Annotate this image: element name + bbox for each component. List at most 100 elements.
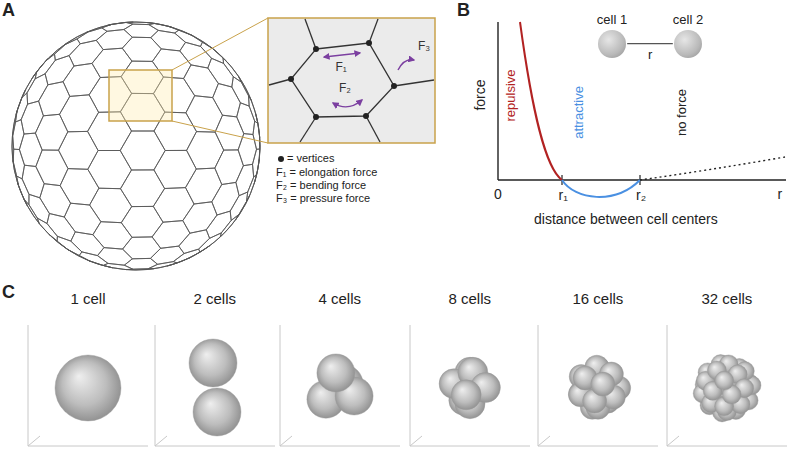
plot-label: no force (675, 88, 690, 135)
plot-label: 1 cell (71, 290, 106, 307)
zoom-box (268, 18, 435, 143)
plot-label: F₃ (418, 40, 430, 54)
cell-face (223, 58, 241, 82)
plot-label: distance between cell centers (534, 211, 718, 227)
cell-ball (715, 371, 734, 390)
cell-face (22, 72, 37, 98)
cell-face (71, 232, 104, 256)
cell-face (186, 168, 222, 204)
plot-label: 4 cells (319, 290, 362, 307)
cell-face (60, 169, 99, 205)
cell-face (184, 65, 219, 98)
cell-circle (598, 30, 626, 58)
cell-face (60, 95, 99, 132)
cell-face (189, 246, 210, 259)
axis-line (538, 325, 539, 446)
plot-label: r (778, 186, 783, 202)
cell-face (199, 233, 222, 252)
cell-face (40, 184, 71, 217)
axis-line (155, 325, 156, 446)
cell-face (90, 188, 132, 223)
cell-node: cell 2 (673, 12, 703, 58)
cell-face (259, 137, 261, 161)
cell-face (254, 159, 259, 183)
cell-face (215, 150, 244, 185)
cell-face (69, 40, 103, 66)
plot-label: force (471, 79, 487, 110)
cell-face (187, 132, 224, 169)
cell-ball (451, 380, 481, 410)
cell-ball (189, 339, 237, 387)
plot-label: r₁ (559, 187, 568, 203)
plot-label: r₂ (636, 187, 646, 203)
cell-face (183, 202, 217, 233)
cell-face (212, 182, 239, 215)
axis-line (410, 325, 411, 446)
cell-ball (193, 388, 241, 436)
plot-label: 16 cells (573, 290, 624, 307)
cell-face (237, 103, 255, 135)
plot-label: F₁ (336, 61, 347, 75)
axis-line (410, 446, 530, 447)
cell-circle (674, 30, 702, 58)
axis-line (280, 325, 281, 446)
panel-letter: A (2, 0, 15, 21)
cell-face (230, 192, 248, 220)
panel-letter: C (2, 282, 15, 303)
force-arrows (324, 53, 414, 107)
cell-face (152, 221, 190, 249)
cell-face (151, 30, 186, 51)
cell-face (22, 165, 44, 198)
cell-face (59, 131, 99, 169)
axis-line (155, 436, 167, 446)
cell-face (57, 236, 82, 255)
legend-text: = vertices (287, 152, 334, 165)
axis-line (28, 446, 148, 447)
cell-face (179, 230, 210, 254)
axis-line (667, 325, 668, 446)
vertex-mesh (12, 22, 260, 270)
cell-face (186, 96, 223, 132)
cell-face (213, 84, 241, 117)
cell-face (121, 206, 163, 237)
cell-face (45, 56, 74, 85)
cell-face (47, 214, 75, 242)
distance-line (627, 43, 673, 44)
zoom-leader (172, 18, 268, 70)
cell-face (167, 258, 190, 266)
cell-face (150, 246, 184, 264)
cell-ball (55, 355, 121, 421)
zoom-mesh (269, 19, 434, 142)
cell-face (220, 215, 239, 238)
zoom-leader (172, 121, 268, 143)
axis-line (538, 436, 550, 446)
plot-label: F₂ (339, 82, 351, 96)
cell-ball (591, 372, 615, 396)
cell-clusters (28, 325, 787, 446)
axis-line (667, 446, 787, 447)
plot-label: 2 cells (194, 290, 237, 307)
cell-face (249, 96, 258, 124)
legend-text: F₂ = bending force (276, 179, 366, 192)
cell-node: cell 1 (597, 12, 627, 58)
plot-label: repulsive (504, 69, 519, 121)
plot-label: 0 (494, 186, 502, 202)
cell-label: cell 1 (597, 12, 627, 28)
plot-label: 32 cells (702, 290, 753, 307)
axis-line (410, 436, 422, 446)
cell-face (27, 74, 48, 104)
cell-ball (317, 354, 355, 392)
cell-face (253, 121, 260, 149)
cell-face (208, 58, 234, 87)
edge-label: r (648, 48, 652, 63)
cell-face (35, 114, 67, 150)
panel-letter: B (457, 0, 470, 21)
cell-face (175, 30, 203, 46)
axis-line (155, 446, 275, 447)
cell-face (24, 199, 39, 224)
cell-face (236, 196, 250, 220)
cell-face (36, 150, 68, 186)
cell-face (173, 249, 200, 263)
